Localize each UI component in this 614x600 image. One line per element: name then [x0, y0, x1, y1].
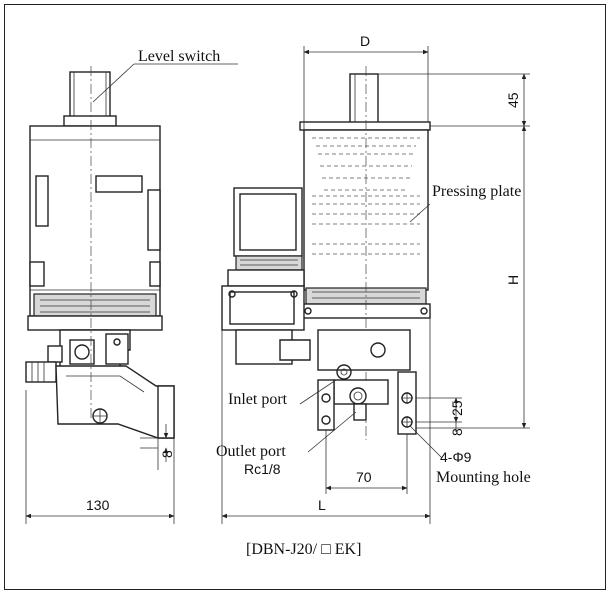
outlet-thread-label: Rc1/8: [244, 461, 281, 477]
level-switch-leader: [92, 63, 135, 103]
dim-25: 25: [449, 400, 465, 416]
dim-8-right: 8: [449, 428, 465, 436]
dim-70: 70: [356, 469, 372, 485]
mounting-hole-label: Mounting hole: [436, 469, 531, 486]
dim-d: D: [360, 33, 370, 49]
dim-l: L: [318, 497, 326, 513]
inlet-port-label: Inlet port: [228, 391, 288, 408]
outlet-port-leader: [307, 411, 357, 453]
dim-8-left: 8: [159, 450, 175, 458]
level-switch-label: Level switch: [138, 48, 220, 65]
side-view: [25, 66, 175, 524]
pressing-plate-label: Pressing plate: [432, 183, 521, 200]
mounting-hole-leader: [409, 425, 443, 459]
outlet-port-label: Outlet port: [216, 443, 286, 460]
inlet-port-leader: [299, 379, 337, 405]
drawing-frame: [4, 4, 606, 590]
dim-45: 45: [505, 92, 521, 108]
front-view: [221, 46, 530, 524]
mounting-hole-count-label: 4-Φ9: [440, 449, 472, 465]
dim-h: H: [505, 275, 521, 285]
dim-130: 130: [86, 497, 110, 513]
pressing-plate-leader: [409, 203, 431, 223]
caption: [DBN-J20/ □ EK]: [246, 541, 361, 558]
